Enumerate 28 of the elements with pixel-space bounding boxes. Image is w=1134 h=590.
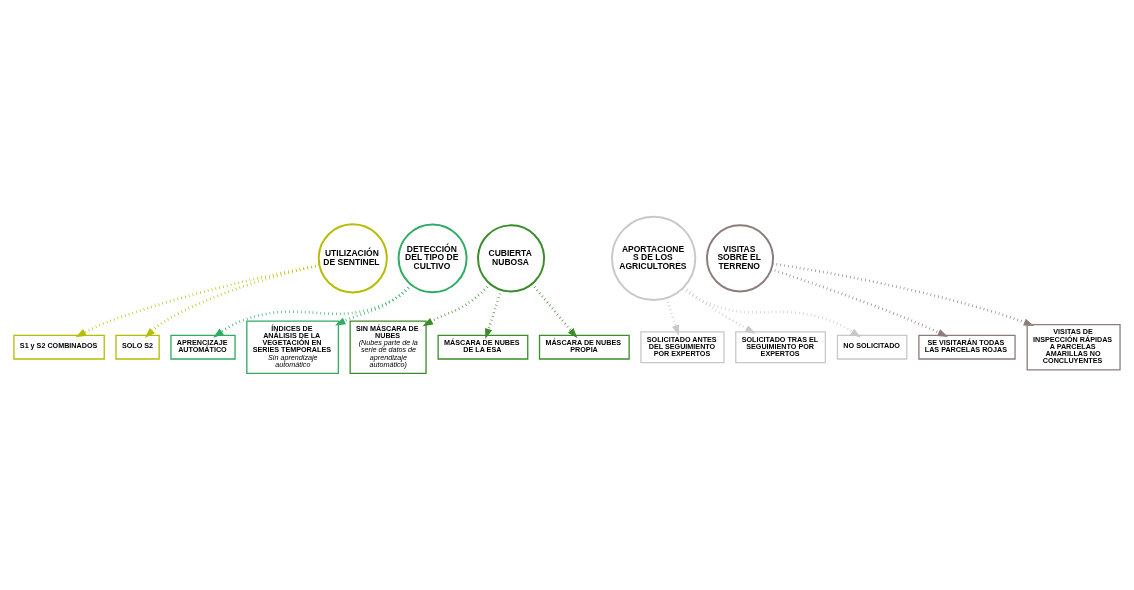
arrow <box>213 284 413 338</box>
node-box: VISITAS DE INSPECCIÓN RÁPIDAS A PARCELAS AMARILLAS NO CONCLUYENTES <box>1026 324 1121 371</box>
node-box: SOLICITADO ANTES DEL SEGUIMIENTO POR EXPERTOS <box>640 331 725 364</box>
node-box: APRENCIZAJE AUTOMÁTICO <box>170 334 236 360</box>
arrow <box>682 287 861 338</box>
arrow <box>531 283 578 339</box>
arrow <box>683 286 756 334</box>
arrow <box>75 263 320 338</box>
arrow <box>772 262 1035 327</box>
node-circle: DETECCIÓN DEL TIPO DE CULTIVO <box>397 223 468 294</box>
node-box: SOLO S2 <box>115 334 160 360</box>
node-box: S1 y S2 COMBINADOS <box>13 334 105 360</box>
node-box: MÁSCARA DE NUBES PROPIA <box>538 334 630 360</box>
arrow <box>144 264 320 338</box>
node-circle: VISITAS SOBRE EL TERRENO <box>706 224 774 293</box>
arrow <box>334 283 412 326</box>
node-circle: UTILIZACIÓN DE SENTINEL <box>317 223 388 294</box>
node-circle: CUBIERTA NUBOSA <box>477 224 546 293</box>
node-box: MÁSCARA DE NUBES DE LA ESA <box>437 334 529 360</box>
node-box: NO SOLICITADO <box>836 334 908 360</box>
node-box: SOLICITADO TRAS EL SEGUIMIENTO POR EXPERTOS <box>735 331 827 364</box>
arrow <box>665 297 680 336</box>
arrow <box>485 289 503 340</box>
node-box: ÍNDICES DE ANÁLISIS DE LA VEGETACIÓN EN SERIES TEMPORALES Sin aprendizaje automático <box>246 320 340 375</box>
node-circle: APORTACIONE S DE LOS AGRICULTORES <box>611 215 697 301</box>
node-box: SIN MÁSCARA DE NUBES (Nubes parte de la serie de datos de aprendizaje automático) <box>349 320 427 375</box>
node-box: SE VISITARÁN TODAS LAS PARCELAS ROJAS <box>918 334 1016 360</box>
arrow <box>770 268 949 338</box>
